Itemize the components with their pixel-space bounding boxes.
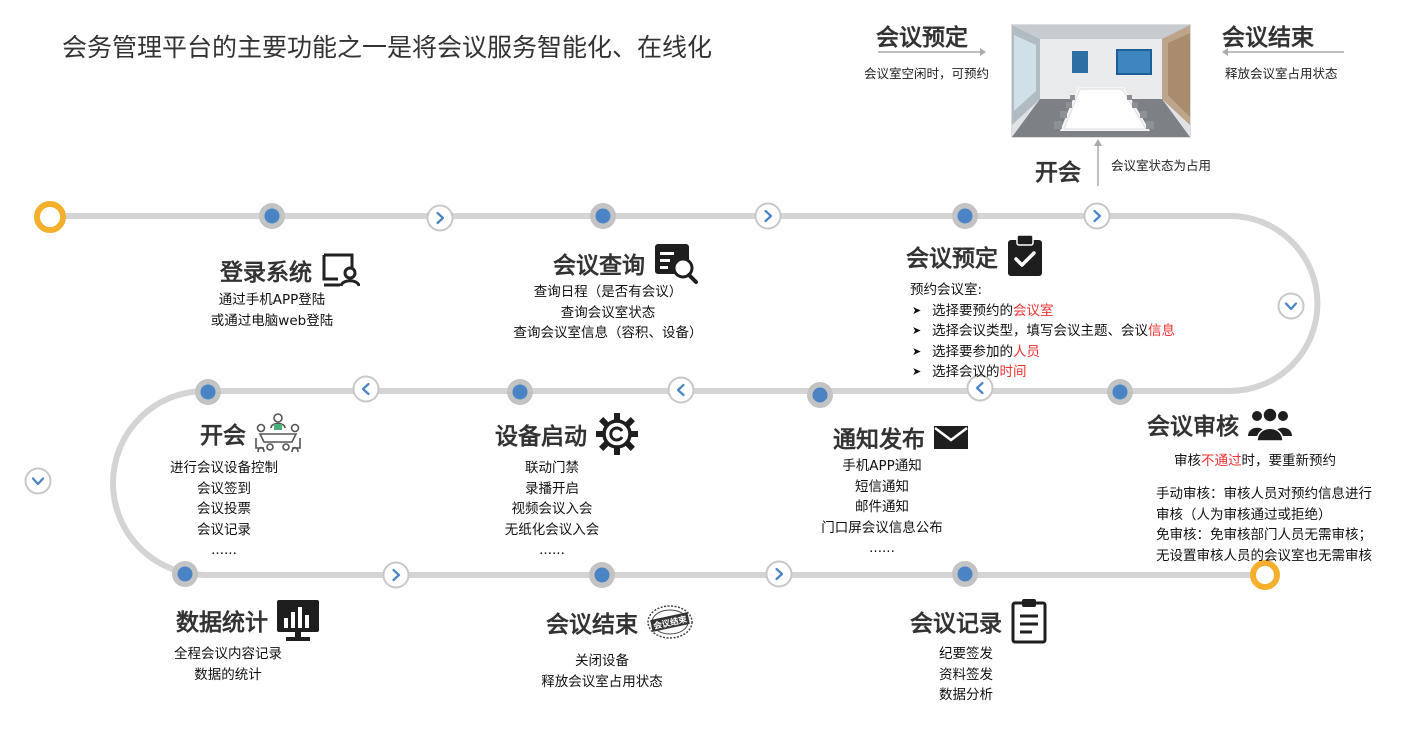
step-stats-desc: 全程会议内容记录 数据的统计 xyxy=(174,646,282,683)
clipboard-check-icon xyxy=(1006,234,1044,278)
top-book-title: 会议预定 xyxy=(876,25,968,51)
chevron-right-icon xyxy=(754,202,782,230)
chevron-left-icon xyxy=(352,375,380,403)
chevron-right-icon xyxy=(765,560,793,588)
screen-user-icon xyxy=(320,252,360,288)
step-device-title: 设备启动 xyxy=(495,424,587,450)
end-terminal xyxy=(1250,560,1280,590)
step-device-desc: 联动门禁 录播开启 视频会议入会 无纸化会议入会 ...... xyxy=(504,460,600,558)
step-query-title: 会议查询 xyxy=(553,253,645,279)
chevron-down-icon xyxy=(1277,292,1305,320)
node-ended xyxy=(589,562,615,588)
step-review-note: 审核不通过时，要重新预约 xyxy=(1174,453,1336,469)
step-record-title: 会议记录 xyxy=(910,611,1002,637)
arrow-right-icon xyxy=(878,48,986,56)
step-reserve-title: 会议预定 xyxy=(906,246,998,272)
step-review-title: 会议审核 xyxy=(1147,414,1239,440)
top-end-desc: 释放会议室占用状态 xyxy=(1225,66,1338,81)
node-login xyxy=(259,203,285,229)
step-review-desc: 手动审核：审核人员对预约信息进行 审核（人为审核通过或拒绝） 免审核：免审核部门… xyxy=(1156,486,1372,564)
step-reserve: 会议预定 xyxy=(906,234,1044,278)
step-login-desc: 通过手机APP登陆 或通过电脑web登陆 xyxy=(210,292,334,329)
node-meeting xyxy=(195,379,221,405)
meeting-stamp-icon: 会议结束 xyxy=(646,604,694,640)
step-ended: 会议结束 会议结束 xyxy=(546,604,694,640)
page-title: 会务管理平台的主要功能之一是将会议服务智能化、在线化 xyxy=(62,33,713,62)
reserve-item: 选择要预约的会议室 xyxy=(910,301,1175,322)
step-query: 会议查询 xyxy=(553,242,699,284)
node-device xyxy=(507,379,533,405)
step-stats-title: 数据统计 xyxy=(176,610,268,636)
envelope-icon xyxy=(933,423,969,451)
chevron-left-icon xyxy=(667,376,695,404)
step-query-desc: 查询日程（是否有会议） 查询会议室状态 查询会议室信息（容积、设备） xyxy=(513,284,703,341)
chevron-down-icon xyxy=(24,467,52,495)
search-card-icon xyxy=(653,242,699,284)
document-icon xyxy=(1010,598,1048,644)
conference-room-image xyxy=(1011,24,1191,138)
chevron-right-icon xyxy=(1083,202,1111,230)
step-notify-desc: 手机APP通知 短信通知 邮件通知 门口屏会议信息公布 ...... xyxy=(821,458,943,556)
reserve-item: 选择要参加的人员 xyxy=(910,342,1175,363)
top-book-desc: 会议室空闲时，可预约 xyxy=(864,66,990,81)
node-review xyxy=(1107,379,1133,405)
arrow-left-icon xyxy=(1222,48,1344,56)
step-notify-title: 通知发布 xyxy=(833,427,925,453)
top-open-desc: 会议室状态为占用 xyxy=(1111,158,1212,173)
step-device: 设备启动 xyxy=(495,412,639,456)
step-meeting: 开会 xyxy=(200,412,302,454)
step-stats: 数据统计 xyxy=(176,598,320,642)
step-ended-title: 会议结束 xyxy=(546,612,638,638)
top-open-title: 开会 xyxy=(1035,160,1081,186)
chevron-right-icon xyxy=(382,561,410,589)
step-meeting-title: 开会 xyxy=(200,423,246,449)
step-review: 会议审核 xyxy=(1147,406,1293,442)
reserve-item: 选择会议类型，填写会议主题、会议信息 xyxy=(910,321,1175,342)
node-stats xyxy=(172,561,198,587)
bar-chart-icon xyxy=(276,598,320,642)
step-reserve-desc: 预约会议室: 选择要预约的会议室 选择会议类型，填写会议主题、会议信息 选择要参… xyxy=(910,280,1175,383)
step-login: 登录系统 xyxy=(220,252,360,288)
step-ended-desc: 关闭设备 释放会议室占用状态 xyxy=(541,653,663,690)
arrow-up-icon xyxy=(1094,139,1102,186)
reserve-item: 选择会议的时间 xyxy=(910,362,1175,383)
people-icon xyxy=(1247,406,1293,442)
step-meeting-desc: 进行会议设备控制 会议签到 会议投票 会议记录 ...... xyxy=(170,460,278,558)
node-query xyxy=(590,203,616,229)
node-notify xyxy=(807,382,833,408)
chevron-right-icon xyxy=(426,204,454,232)
step-record-desc: 纪要签发 资料签发 数据分析 xyxy=(939,646,993,703)
meeting-table-icon xyxy=(254,412,302,454)
node-reserve xyxy=(952,203,978,229)
top-end-title: 会议结束 xyxy=(1222,25,1314,51)
step-notify: 通知发布 xyxy=(833,420,969,454)
step-record: 会议记录 xyxy=(910,598,1048,644)
node-record xyxy=(952,561,978,587)
step-login-title: 登录系统 xyxy=(220,260,312,286)
start-terminal xyxy=(34,201,66,233)
gear-icon xyxy=(595,412,639,456)
